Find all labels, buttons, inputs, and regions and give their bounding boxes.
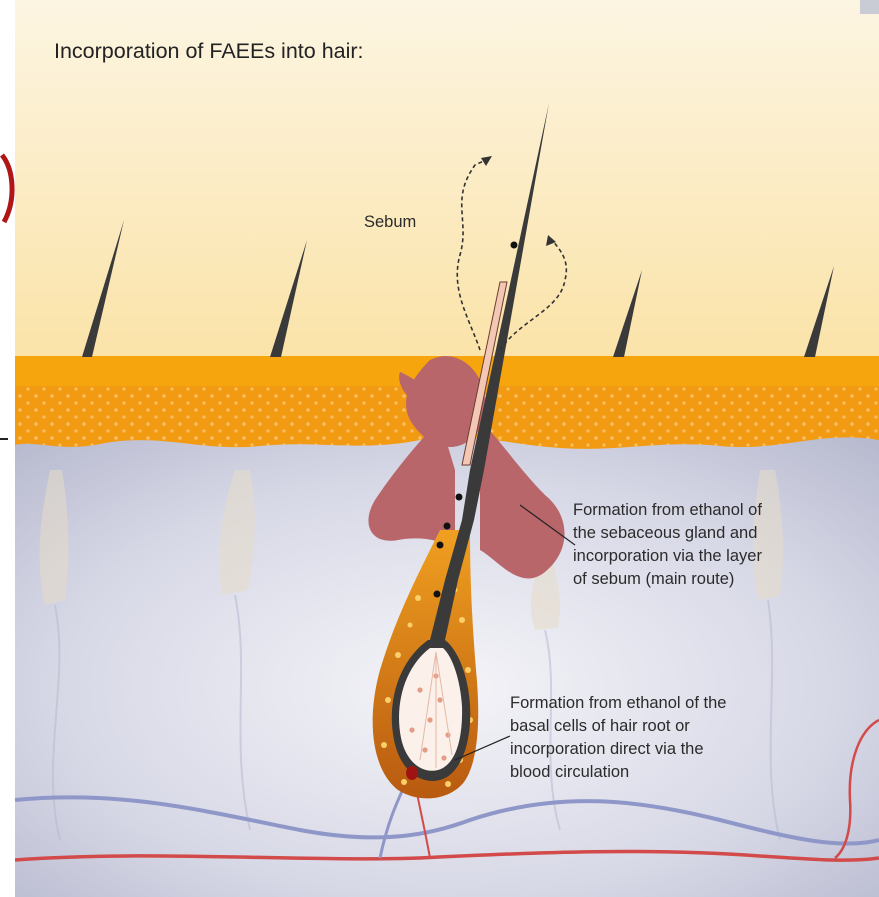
- note-line: blood circulation: [510, 761, 860, 784]
- note-line: incorporation via the layer: [573, 545, 873, 568]
- blood-entry: [406, 766, 418, 780]
- sebum-label: Sebum: [364, 211, 416, 234]
- note-line: incorporation direct via the: [510, 738, 860, 761]
- note-line: Formation from ethanol of: [573, 499, 873, 522]
- note-line: the sebaceous gland and: [573, 522, 873, 545]
- diagram-title: Incorporation of FAEEs into hair:: [54, 40, 364, 63]
- root-route-note: Formation from ethanol of the basal cell…: [510, 692, 860, 784]
- note-line: of sebum (main route): [573, 568, 873, 591]
- edge-mark-paren: [2, 155, 12, 222]
- edge-strip: [860, 0, 879, 14]
- note-line: basal cells of hair root or: [510, 715, 860, 738]
- sebaceous-route-note: Formation from ethanol of the sebaceous …: [573, 499, 873, 591]
- note-line: Formation from ethanol of the: [510, 692, 860, 715]
